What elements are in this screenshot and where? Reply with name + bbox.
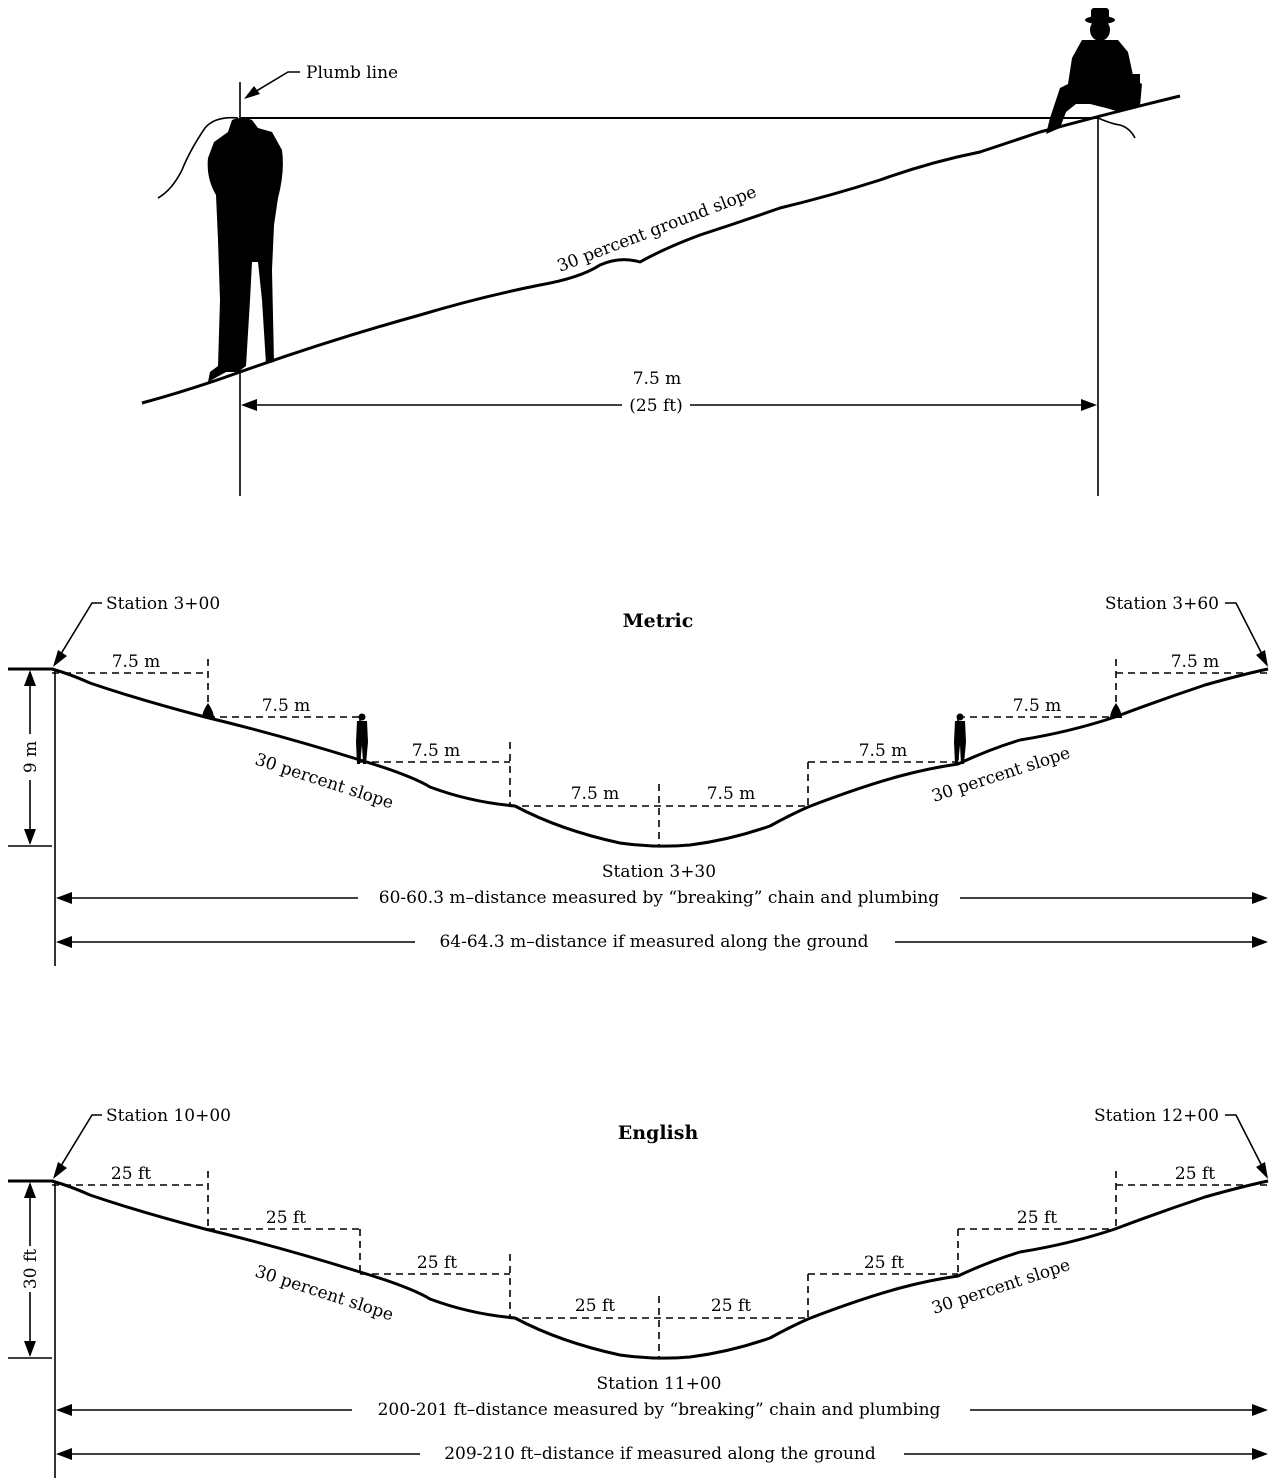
plumb-bob-icon (1110, 703, 1122, 718)
slope-left-label: 30 percent slope (252, 750, 395, 814)
distance-english-label: (25 ft) (629, 396, 682, 416)
slope-right-label: 30 percent slope (929, 743, 1072, 807)
segment-label: 25 ft (417, 1253, 457, 1273)
standing-chainman-silhouette (207, 118, 283, 382)
segment-label: 25 ft (575, 1296, 615, 1316)
station-3-00-label: Station 3+00 (106, 594, 220, 614)
segment-label: 25 ft (864, 1253, 904, 1273)
chainman-icon (954, 713, 966, 764)
distance-metric-label: 7.5 m (633, 369, 682, 389)
segment-label: 7.5 m (571, 784, 620, 804)
slope-right-label: 30 percent slope (929, 1255, 1072, 1319)
distance-ground-label: 209-210 ft–distance if measured along th… (444, 1444, 876, 1464)
segment-label: 7.5 m (707, 784, 756, 804)
distance-ground-label: 64-64.3 m–distance if measured along the… (439, 932, 868, 952)
segment-label: 7.5 m (412, 741, 461, 761)
slope-left-label: 30 percent slope (252, 1262, 395, 1326)
plumb-line-label: Plumb line (306, 63, 398, 83)
segment-label: 25 ft (266, 1208, 306, 1228)
station-12-00-label: Station 12+00 (1094, 1106, 1219, 1126)
metric-figure (6, 601, 1269, 968)
station-3-30-label: Station 3+30 (602, 862, 716, 882)
distance-plumbing-label: 200-201 ft–distance measured by “breakin… (378, 1400, 941, 1420)
top-figure (141, 8, 1181, 496)
height-30ft-label: 30 ft (21, 1249, 41, 1289)
chain-slack (157, 116, 239, 199)
segment-label: 7.5 m (1171, 652, 1220, 672)
segment-label: 7.5 m (262, 696, 311, 716)
arrow-left-icon (241, 399, 257, 411)
plumb-bob-icon (202, 703, 214, 718)
station-3-60-label: Station 3+60 (1105, 594, 1219, 614)
segment-label: 25 ft (1017, 1208, 1057, 1228)
distance-plumbing-label: 60-60.3 m–distance measured by “breaking… (379, 888, 940, 908)
segment-label: 25 ft (711, 1296, 751, 1316)
chainman-icon (356, 713, 368, 764)
station-10-00-label: Station 10+00 (106, 1106, 231, 1126)
english-title: English (618, 1122, 699, 1144)
metric-title: Metric (623, 610, 694, 632)
segment-label: 7.5 m (1013, 696, 1062, 716)
ground-slope-line (141, 94, 1181, 405)
segment-label: 25 ft (1175, 1164, 1215, 1184)
plumb-line-leader (247, 71, 300, 97)
arrow-right-icon (1081, 399, 1097, 411)
segment-label: 7.5 m (112, 652, 161, 672)
sitting-chainman-silhouette (1046, 8, 1142, 134)
segment-label: 25 ft (111, 1164, 151, 1184)
ground-slope-label: 30 percent ground slope (555, 182, 760, 277)
segment-label: 7.5 m (859, 741, 908, 761)
english-figure (6, 1113, 1269, 1479)
height-9m-label: 9 m (21, 741, 41, 773)
station-11-00-label: Station 11+00 (597, 1374, 722, 1394)
